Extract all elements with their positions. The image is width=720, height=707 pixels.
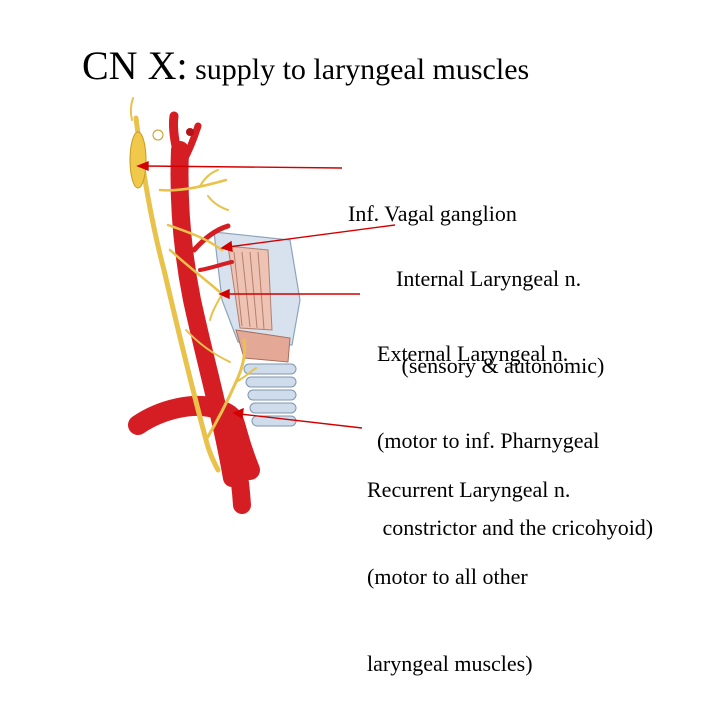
- artery-cut-end: [186, 128, 194, 136]
- larynx-trachea: [214, 232, 300, 426]
- vagal-ganglion: [130, 132, 146, 188]
- nerve-cut-end: [153, 130, 163, 140]
- label-line: laryngeal muscles): [367, 649, 570, 678]
- label-recurrent-laryngeal: Recurrent Laryngeal n. (motor to all oth…: [367, 417, 570, 707]
- label-line: Recurrent Laryngeal n.: [367, 475, 570, 504]
- label-line: External Laryngeal n.: [377, 339, 653, 368]
- label-line: (motor to all other: [367, 562, 570, 591]
- trachea-rings: [244, 364, 296, 426]
